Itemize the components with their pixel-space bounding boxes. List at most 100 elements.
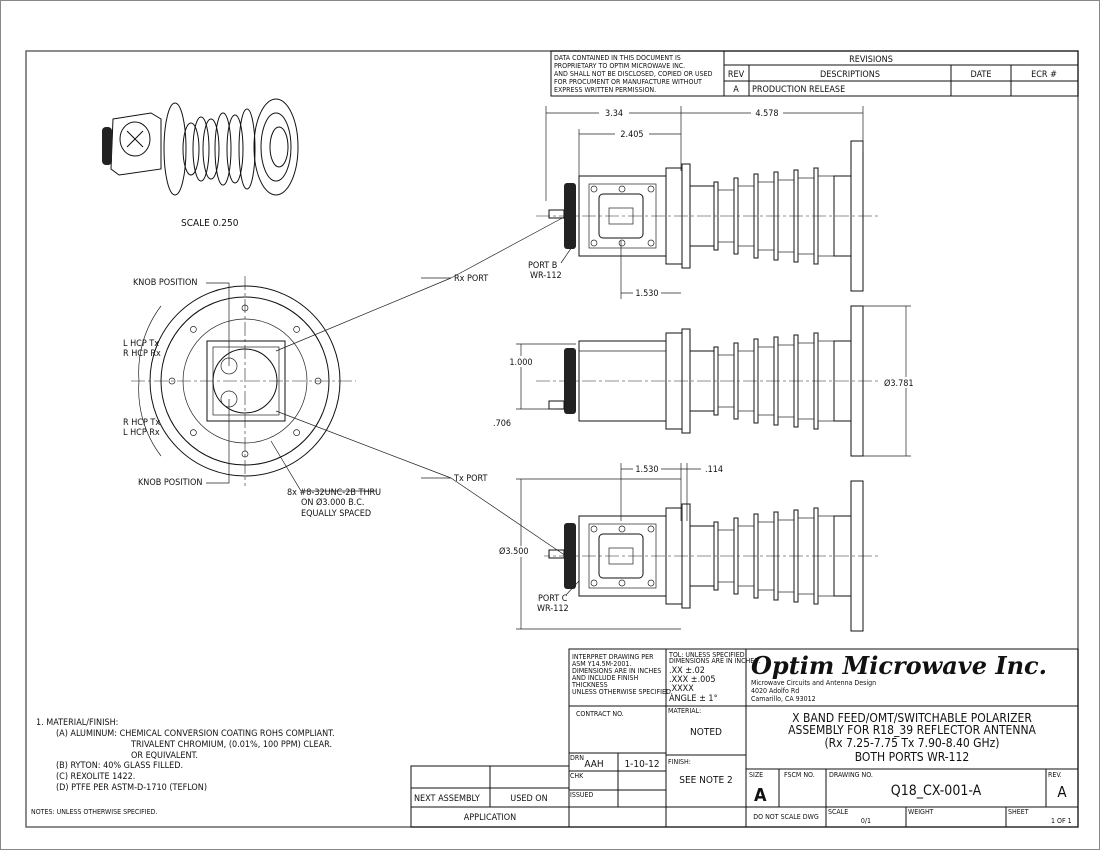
port-b-type: WR-112 [530, 271, 562, 281]
company-subtitle: Microwave Circuits and Antenna Design [751, 679, 876, 687]
issued-label: ISSUED [570, 791, 593, 799]
rhcp-rx-label: R HCP Rx [123, 349, 161, 359]
notes-footer: NOTES: UNLESS OTHERWISE SPECIFIED. [31, 808, 157, 816]
fscm-label: FSCM NO. [784, 771, 815, 779]
proprietary-line: PROPRIETARY TO OPTIM MICROWAVE INC. [554, 62, 685, 70]
drawn-by: AAH [584, 759, 603, 770]
side-view [536, 140, 881, 292]
size-value: A [754, 785, 767, 806]
contract-label: CONTRACT NO. [576, 710, 624, 718]
interpret-line: THICKNESS [571, 681, 608, 689]
interpret-line: DIMENSIONS ARE IN INCHES [572, 667, 661, 675]
rev-header: REV [728, 70, 745, 80]
screw-hole [647, 185, 655, 193]
bolt-hole [190, 326, 197, 333]
iso-scale-label: SCALE 0.250 [181, 218, 239, 229]
knob-position-bottom: KNOB POSITION [138, 478, 202, 488]
proprietary-line: FOR PROCUMENT OR MANUFACTURE WITHOUT [554, 78, 702, 86]
rev-label: REV. [1048, 771, 1062, 779]
proprietary-line: AND SHALL NOT BE DISCLOSED, COPIED OR US… [554, 70, 713, 78]
screw-hole [647, 525, 655, 533]
screw-hole [590, 185, 598, 193]
date-header: DATE [971, 70, 992, 80]
drawn-date: 1-10-12 [624, 759, 659, 770]
dim-1-000: 1.000 [509, 358, 532, 368]
note-line: (D) PTFE PER ASTM-D-1710 (TEFLON) [56, 783, 207, 793]
dim-3-34: 3.34 [605, 109, 623, 119]
dim-dia-3-500: Ø3.500 [499, 546, 529, 557]
drawing-title-line: BOTH PORTS WR-112 [855, 750, 970, 764]
used-on-label: USED ON [510, 794, 547, 804]
corrugation [226, 114, 244, 184]
holes-note: 8x #8-32UNC-2B THRU [287, 488, 381, 498]
screw-knob [548, 400, 565, 410]
bolt-hole [168, 377, 176, 385]
front-view: KNOB POSITION KNOB POSITION L HCP Tx R H… [123, 215, 567, 557]
proprietary-line: EXPRESS WRITTEN PERMISSION. [554, 86, 656, 94]
size-label: SIZE [749, 771, 763, 779]
dim-0-114: .114 [705, 465, 723, 475]
material-label: MATERIAL: [668, 707, 701, 715]
do-not-scale-label: DO NOT SCALE DWG [753, 813, 819, 821]
side-view [536, 480, 881, 632]
dim-dia-3-781: Ø3.781 [884, 378, 914, 389]
screw-hole [618, 579, 626, 587]
lhcp-rx-label: L HCP Rx [123, 428, 160, 438]
sheet-value: 1 OF 1 [1051, 817, 1072, 825]
isometric-view: SCALE 0.250 [102, 98, 299, 229]
note-line: TRIVALENT CHROMIUM, (0.01%, 100 PPM) CLE… [130, 740, 332, 750]
tx-port-label: Tx PORT [453, 474, 488, 484]
note-line: (B) RYTON: 40% GLASS FILLED. [56, 761, 183, 771]
company-address: 4020 Adolfo Rd [751, 687, 799, 695]
application-label: APPLICATION [464, 813, 516, 823]
screw-hole [590, 239, 598, 247]
dim-0-706: .706 [493, 419, 511, 429]
dim-1-530-top: 1.530 [635, 289, 658, 299]
screw-hole [590, 579, 598, 587]
proprietary-line: DATA CONTAINED IN THIS DOCUMENT IS [554, 54, 681, 62]
screw-hole [618, 239, 626, 247]
drawing-number: Q18_CX-001-A [891, 783, 982, 799]
tolerance-line: ANGLE ± 1° [669, 694, 718, 704]
screw-hole [618, 525, 626, 533]
desc-header: DESCRIPTIONS [820, 70, 880, 80]
port-b-label: PORT B [528, 261, 557, 271]
note-line: 1. MATERIAL/FINISH: [36, 718, 118, 728]
port-c-label: PORT C [538, 594, 568, 604]
knob-position-top: KNOB POSITION [133, 278, 197, 288]
title-block: INTERPRET DRAWING PER ASM Y14.5M-2001. D… [568, 648, 1079, 828]
screw-knob [548, 549, 565, 559]
rhcp-tx-label: R HCP Tx [123, 418, 160, 428]
ecr-header: ECR # [1031, 70, 1057, 80]
holes-note: EQUALLY SPACED [301, 509, 371, 519]
revisions-block: DATA CONTAINED IN THIS DOCUMENT IS PROPR… [550, 50, 1079, 97]
dim-4-578: 4.578 [755, 109, 778, 119]
corrugation [192, 116, 210, 182]
company-logo: Optim Microwave Inc. [751, 651, 1047, 680]
corrugation [202, 118, 220, 180]
side-views [536, 140, 881, 632]
tolerance-line: .XXXX [669, 684, 694, 694]
bolt-hole [293, 429, 300, 436]
sheet-label: SHEET [1008, 808, 1029, 816]
interpret-line: AND INCLUDE FINISH [572, 674, 638, 682]
corrugation [182, 122, 200, 176]
bolt-hole [190, 429, 197, 436]
application-block: NEXT ASSEMBLY USED ON APPLICATION [410, 765, 570, 828]
revision-description: PRODUCTION RELEASE [752, 85, 845, 95]
material-value: NOTED [690, 727, 722, 738]
tolerance-line: DIMENSIONS ARE IN INCHES. [669, 657, 760, 665]
screw-hole [647, 239, 655, 247]
scale-value: 0/1 [861, 817, 871, 825]
holes-note: ON Ø3.000 B.C. [301, 497, 364, 508]
rx-port-label: Rx PORT [454, 274, 488, 284]
port-c-type: WR-112 [537, 604, 569, 614]
dimensions: 3.34 4.578 2.405 1.530 PORT B WR-112 1.0… [493, 106, 927, 630]
company-city: Camarillo, CA 93012 [751, 695, 816, 703]
drawing-title-line: ASSEMBLY FOR R18_39 REFLECTOR ANTENNA [788, 723, 1036, 737]
tolerance-line: TOL: UNLESS SPECIFIED [668, 651, 745, 659]
revision-rev: A [733, 85, 739, 95]
dim-2-405: 2.405 [620, 130, 643, 140]
side-view [536, 305, 881, 457]
